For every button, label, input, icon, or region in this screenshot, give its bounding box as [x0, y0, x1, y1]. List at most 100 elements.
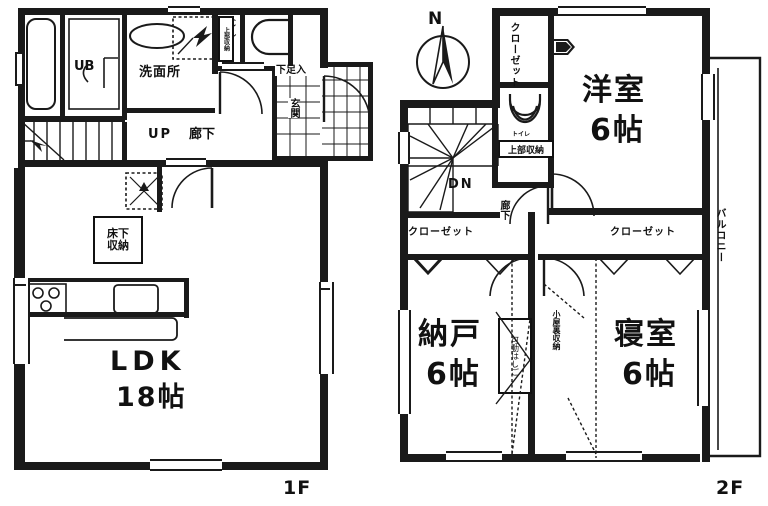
youshitsu-size-label: 6帖: [590, 113, 645, 148]
genkan-tiling: [276, 72, 320, 156]
window-ldk-bottom: [150, 459, 222, 471]
floor-1f-plan: UB 洗面所 トイレ: [0, 0, 380, 506]
wall-closet-top-bottom: [492, 82, 554, 88]
kadou-hashigo-text: 可動はしご: [510, 336, 520, 376]
nando-size-label: 6帖: [426, 357, 481, 392]
yukashita-shuunou-box: 床下収納: [93, 216, 143, 264]
wall-ub-divider: [60, 12, 65, 120]
wall-toilet2-bottom: [492, 182, 554, 188]
wall-stair-right: [122, 122, 127, 162]
youshitsu-name-label: 洋室: [582, 73, 646, 108]
staircase-2f-winder: [407, 108, 499, 213]
window-nando-bottom: [446, 451, 502, 462]
wall-2f-step-top: [400, 100, 500, 108]
wall-closet-right-bottom: [538, 254, 702, 260]
toilet-bowl-icon: [250, 18, 293, 56]
closet-left-label: クローゼット: [408, 227, 474, 238]
compass-north-icon: [416, 25, 470, 89]
wall-1f-porch-bottom: [320, 156, 373, 161]
balcony-outline: [708, 56, 762, 458]
up-label: UP: [148, 127, 173, 142]
wall-toilet-left: [240, 12, 245, 70]
genkan-label: 玄関: [288, 98, 299, 118]
closet-right-label: クローゼット: [610, 227, 676, 238]
window-ldk-right-mark1: [319, 288, 330, 290]
wall-1f-left-upper: [18, 8, 25, 174]
hallway-2f-label: 廊下: [498, 200, 509, 220]
kitchen-counter-top: [20, 278, 188, 282]
wall-washroom-right: [212, 12, 218, 74]
ldk-fixture-icon: [125, 172, 163, 210]
toilet-door-swing-1f: [218, 71, 263, 115]
floor-1f-label: 1F: [283, 477, 312, 499]
window-washroom-top: [168, 6, 200, 14]
window-shinshitsu-right: [697, 310, 710, 406]
toilet-door-frame-1f: [222, 62, 264, 71]
ldk-door-frame: [166, 158, 206, 167]
wall-washroom-bottom: [125, 108, 215, 113]
wall-2f-left: [400, 100, 408, 462]
nando-hatch-dashed: [511, 258, 533, 458]
wall-1f-porch-right: [368, 62, 373, 160]
kitchen-counter-right: [184, 278, 189, 318]
shinshitsu-size-label: 6帖: [622, 357, 677, 392]
wall-toilet2-left: [492, 82, 498, 186]
joubu-shuunou-text-1f: 上部収納: [222, 27, 230, 51]
koyaura-shuunou-label: 小屋裏収納: [552, 310, 561, 350]
floor-2f-plan: N バルコニー クローゼット トイレ: [386, 0, 768, 506]
window-ldk-left: [13, 278, 30, 364]
wall-2f-upper-left: [492, 8, 500, 106]
toilet-1f-upper-storage-label: 上部収納: [218, 16, 234, 62]
floor-2f-label: 2F: [716, 477, 745, 499]
entrance-door-swing: [322, 75, 371, 123]
kitchen-icon: [27, 283, 178, 341]
joubu-shuunou-text-2f: 上部収納: [507, 145, 544, 156]
staircase-1f: [21, 120, 113, 162]
window-ldk-left-mark1: [13, 284, 26, 286]
toilet-2f-door-swing: [509, 185, 550, 225]
sink-basin-icon: [129, 23, 185, 49]
wall-toilet2-right: [548, 86, 554, 186]
dn-label: DN: [448, 177, 474, 192]
wall-youshitsu-bottom: [548, 208, 710, 215]
porch-tiling: [322, 64, 372, 158]
toilet-bowl-icon-2f: [508, 94, 542, 124]
ladder-hatch-lines: [495, 311, 531, 405]
wall-bath-bottom: [18, 116, 125, 122]
wall-ldk-partition: [157, 164, 162, 212]
wall-closet-left-bottom: [400, 254, 534, 260]
washroom-label: 洗面所: [139, 65, 182, 80]
shinshitsu-hatch-dashed: [543, 258, 597, 458]
ldk-size-label: 18帖: [116, 382, 187, 413]
unit-bath-fixture: [68, 18, 120, 110]
wall-genkan-bottom: [272, 156, 322, 161]
ldk-name-label: LDK: [110, 346, 186, 377]
ub-label: UB: [74, 59, 95, 74]
closet-left-door-arrows: [412, 258, 516, 276]
window-bath: [15, 52, 24, 86]
ldk-door-swing: [171, 167, 214, 209]
window-youshitsu-right: [701, 74, 715, 120]
closet-top-door-arrow: [552, 39, 575, 55]
nando-name-label: 納戸: [418, 317, 482, 352]
window-ldk-right: [319, 282, 334, 374]
wall-stairs-2f-bottom: [400, 212, 500, 218]
window-nando-left: [398, 310, 411, 414]
bathtub-icon: [26, 18, 56, 110]
window-stairs-2f: [398, 132, 410, 164]
toilet-2f-upper-storage: 上部収納: [498, 140, 554, 158]
hallway-1f-label: 廊下: [189, 127, 216, 142]
window-shinshitsu-bottom: [566, 451, 642, 462]
wall-1f-right-upper: [320, 8, 328, 68]
getabako-label: 下足入: [275, 65, 307, 76]
closet-top-label: クローゼット: [508, 22, 519, 88]
youshitsu-door-swing: [550, 173, 595, 217]
kitchen-counter-bottom: [20, 312, 188, 317]
wall-genkan-left: [272, 68, 277, 160]
toilet-2f-label: トイレ: [512, 131, 531, 138]
wall-washroom-left: [122, 12, 127, 120]
window-youshitsu-top: [558, 6, 646, 16]
closet-right-door-arrows: [598, 258, 696, 276]
washer-space-icon: [172, 16, 214, 60]
